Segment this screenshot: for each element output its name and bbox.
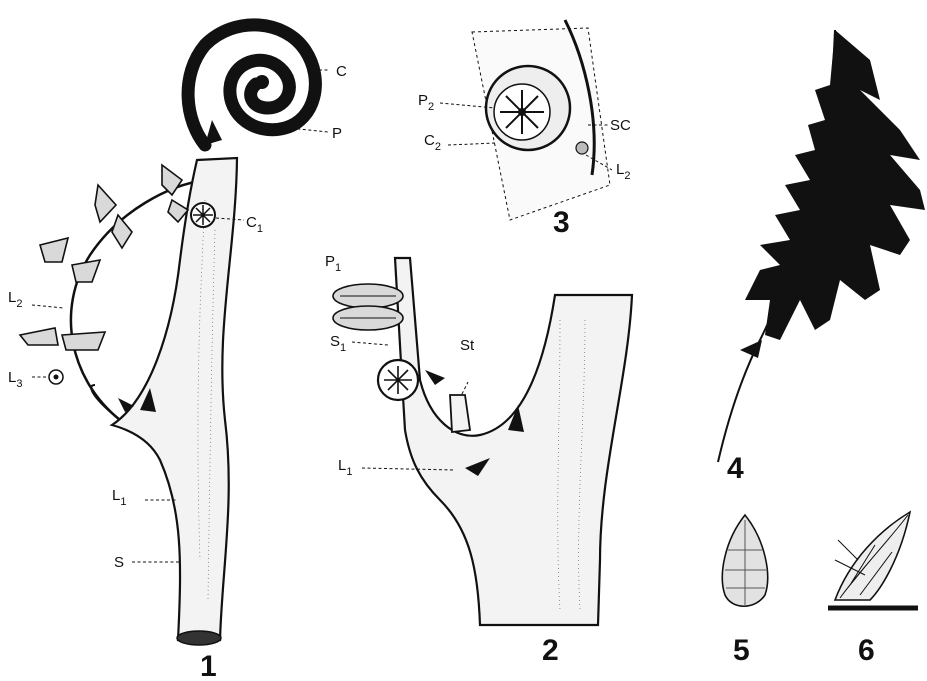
panel-number-6: 6 bbox=[858, 634, 875, 667]
label-sc: SC bbox=[610, 117, 631, 134]
label-s: S bbox=[114, 554, 124, 571]
figure-6-venation bbox=[828, 512, 918, 608]
panel-number-1: 1 bbox=[200, 650, 217, 681]
label-l2-fig3: L2 bbox=[616, 161, 630, 182]
label-c1: C1 bbox=[246, 214, 263, 235]
figure-2-stem bbox=[333, 258, 632, 625]
panel-number-4: 4 bbox=[727, 452, 744, 485]
panel-number-3: 3 bbox=[553, 206, 570, 239]
label-c: C bbox=[336, 63, 347, 80]
panel-number-5: 5 bbox=[733, 634, 750, 667]
label-l2-fig1: L2 bbox=[8, 289, 22, 310]
label-c2: C2 bbox=[424, 132, 441, 153]
label-p: P bbox=[332, 125, 342, 142]
label-l3: L3 bbox=[8, 369, 22, 390]
label-l1-fig2: L1 bbox=[338, 457, 352, 478]
figure-1-stem bbox=[20, 158, 237, 645]
figure-4-frond bbox=[718, 30, 925, 462]
label-l1-fig1: L1 bbox=[112, 487, 126, 508]
figure-3-section bbox=[472, 20, 610, 220]
crozier-spiral-detail bbox=[188, 25, 315, 145]
label-p1: P1 bbox=[325, 253, 341, 274]
label-p2: P2 bbox=[418, 92, 434, 113]
label-st: St bbox=[460, 337, 475, 354]
figure-5-pinnule bbox=[722, 515, 767, 606]
label-s1: S1 bbox=[330, 333, 346, 354]
panel-number-2: 2 bbox=[542, 634, 559, 667]
